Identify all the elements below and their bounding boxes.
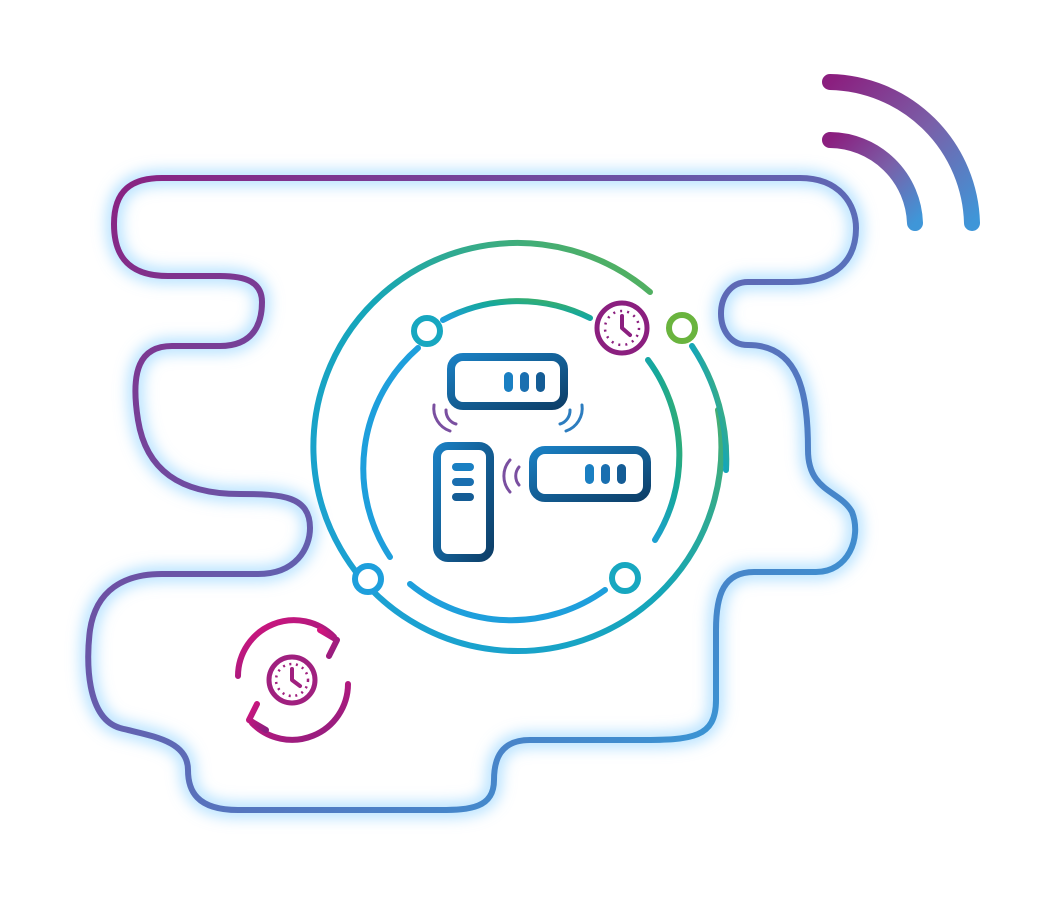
device-signal-waves: [432, 403, 584, 494]
outer-ring-right: [689, 343, 730, 473]
inner-ring-bottom: [407, 581, 608, 624]
outer-ring: [310, 240, 725, 654]
control-module-icon: [529, 446, 651, 502]
cloud-line: [85, 175, 859, 813]
ring-node-bottom-left: [352, 563, 384, 595]
wireless-signal-icon: [822, 74, 980, 231]
sync-clock-icon: [266, 654, 318, 706]
control-module-icon: [447, 353, 568, 410]
signal-arc-outer: [822, 74, 980, 231]
remote-control-icon: [433, 442, 494, 562]
inner-ring-left: [360, 345, 421, 560]
sync-schedule-icon: [235, 617, 351, 743]
inner-ring-right: [645, 357, 683, 543]
ring-node-bottom-right: [609, 562, 641, 594]
signal-arc-inner: [822, 132, 923, 231]
inner-ring: [440, 298, 593, 323]
cloud-outline: [80, 170, 864, 818]
ring-node-top-left: [411, 315, 443, 347]
device-network-icon: [310, 240, 730, 654]
schedule-clock-icon: [594, 300, 650, 356]
ring-node-top-right: [666, 312, 698, 344]
